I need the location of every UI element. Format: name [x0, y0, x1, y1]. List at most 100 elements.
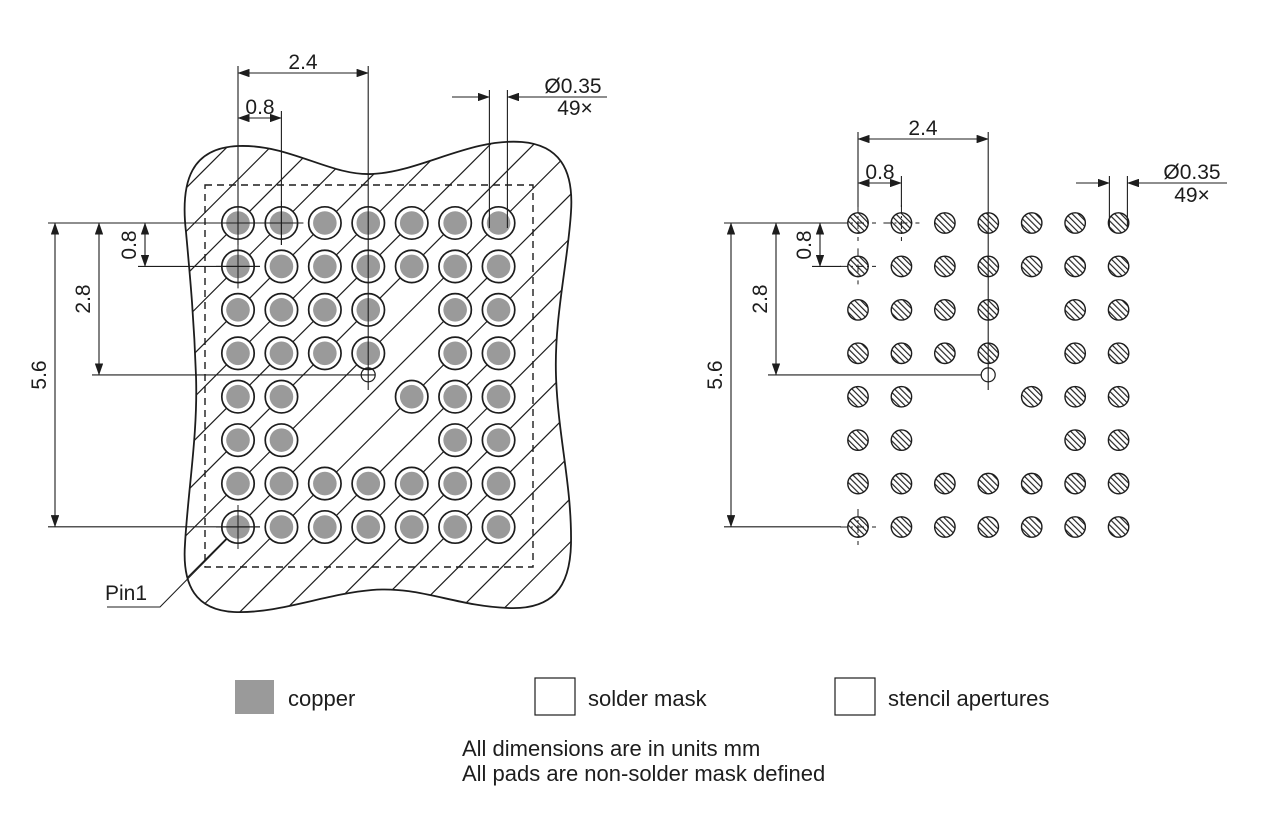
copper-pad — [486, 384, 511, 409]
copper-pad — [226, 384, 250, 409]
stencil-aperture — [1107, 342, 1130, 365]
copper-pad — [269, 384, 294, 409]
stencil-aperture — [1064, 385, 1087, 408]
copper-pad — [486, 298, 511, 322]
hatch-line — [184, 141, 567, 613]
copper-pad — [269, 471, 294, 496]
hatch-line — [428, 141, 572, 613]
copper-pad — [313, 515, 337, 539]
hatch-line — [385, 141, 572, 613]
stencil-aperture — [890, 342, 913, 365]
copper-pad — [486, 471, 511, 496]
copper-solder-mask-view: Pin1 2.4 0.8 Ø0.35 49× 5.6 — [28, 51, 607, 614]
dim-label-count-right: 49× — [1174, 184, 1210, 207]
copper-pad — [226, 298, 250, 322]
copper-pad — [486, 428, 511, 452]
copper-pad — [443, 211, 467, 235]
legend: copper solder mask stencil apertures — [235, 677, 1049, 716]
hatch-line — [254, 141, 572, 613]
dim-label-pitch-h-right: 0.8 — [865, 161, 894, 184]
stencil-aperture — [977, 516, 1000, 538]
stencil-aperture — [933, 472, 956, 495]
copper-pad — [443, 384, 467, 409]
solder-mask-swatch — [534, 677, 576, 716]
copper-pad — [269, 298, 294, 322]
copper-pad — [399, 384, 424, 409]
dim-label-diameter-right: Ø0.35 — [1163, 161, 1220, 184]
stencil-aperture — [1064, 342, 1087, 365]
stencil-aperture — [890, 385, 913, 408]
legend-copper-label: copper — [288, 686, 355, 711]
stencil-aperture — [1107, 516, 1130, 538]
hatch-line — [184, 141, 572, 613]
stencil-aperture — [1064, 516, 1087, 538]
stencil-aperture — [890, 429, 913, 452]
stencil-aperture — [1064, 212, 1087, 234]
copper-pad — [399, 515, 424, 539]
copper-pad — [486, 515, 511, 539]
copper-pad — [486, 211, 511, 235]
stencil-aperture — [847, 472, 869, 495]
stencil-aperture — [1064, 298, 1087, 321]
copper-pad — [443, 341, 467, 366]
hatch-line — [184, 141, 572, 613]
copper-pad — [269, 428, 294, 452]
stencil-apertures-group — [840, 205, 1130, 546]
copper-pad — [486, 341, 511, 366]
copper-pads-group — [216, 201, 516, 550]
stencil-aperture — [847, 298, 869, 321]
stencil-aperture — [1064, 255, 1087, 278]
stencil-aperture — [933, 255, 956, 278]
dim-label-span-v-right: 5.6 — [704, 360, 727, 389]
copper-pad — [399, 471, 424, 496]
dim-label-pitch-v-right: 0.8 — [793, 230, 816, 259]
stencil-apertures-view: 2.4 0.8 Ø0.35 49× 5.6 2.8 0.8 — [704, 117, 1227, 546]
copper-pad — [313, 341, 337, 366]
hatch-line — [184, 141, 306, 613]
hatch-line — [184, 141, 572, 613]
legend-stencil-apertures-label: stencil apertures — [888, 686, 1049, 711]
hatch-line — [515, 141, 572, 613]
copper-pad — [443, 254, 467, 279]
hatch-line — [558, 141, 572, 613]
note-nsmd: All pads are non-solder mask defined — [462, 761, 825, 786]
hatch-line — [184, 141, 480, 613]
copper-pad — [226, 341, 250, 366]
dim-label-span-h-left: 2.4 — [288, 51, 318, 74]
stencil-aperture — [1020, 385, 1043, 408]
stencil-aperture — [847, 385, 869, 408]
stencil-aperture — [1064, 472, 1087, 495]
stencil-aperture — [1064, 429, 1087, 452]
stencil-aperture — [977, 472, 1000, 495]
right-dimension-lines — [726, 134, 1227, 528]
legend-solder-mask-label: solder mask — [588, 686, 708, 711]
stencil-aperture — [1107, 429, 1130, 452]
dim-label-pitch-h-left: 0.8 — [245, 96, 274, 119]
stencil-aperture — [890, 516, 913, 538]
left-dimension-lines — [50, 68, 607, 528]
copper-pad — [313, 254, 337, 279]
dim-label-center-v-right: 2.8 — [749, 284, 772, 313]
center-datum-mark — [980, 367, 996, 383]
copper-pad — [226, 428, 250, 452]
copper-pad — [399, 211, 424, 235]
copper-pad — [313, 471, 337, 496]
stencil-aperture — [1020, 516, 1043, 538]
dim-label-span-v-left: 5.6 — [28, 360, 51, 389]
package-outline-dashed — [204, 184, 534, 568]
note-units: All dimensions are in units mm — [462, 736, 760, 761]
solder-mask-hatch — [184, 141, 572, 613]
dim-label-diameter-left: Ø0.35 — [544, 75, 601, 98]
copper-pad — [399, 254, 424, 279]
left-extension-lines — [48, 66, 508, 528]
copper-pad — [443, 471, 467, 496]
pin1-label: Pin1 — [105, 582, 147, 605]
stencil-aperture — [1020, 212, 1043, 234]
stencil-aperture — [847, 429, 869, 452]
dim-label-span-h-right: 2.4 — [908, 117, 938, 140]
center-datum-mark — [360, 367, 376, 383]
copper-pad — [269, 341, 294, 366]
stencil-aperture — [890, 255, 913, 278]
